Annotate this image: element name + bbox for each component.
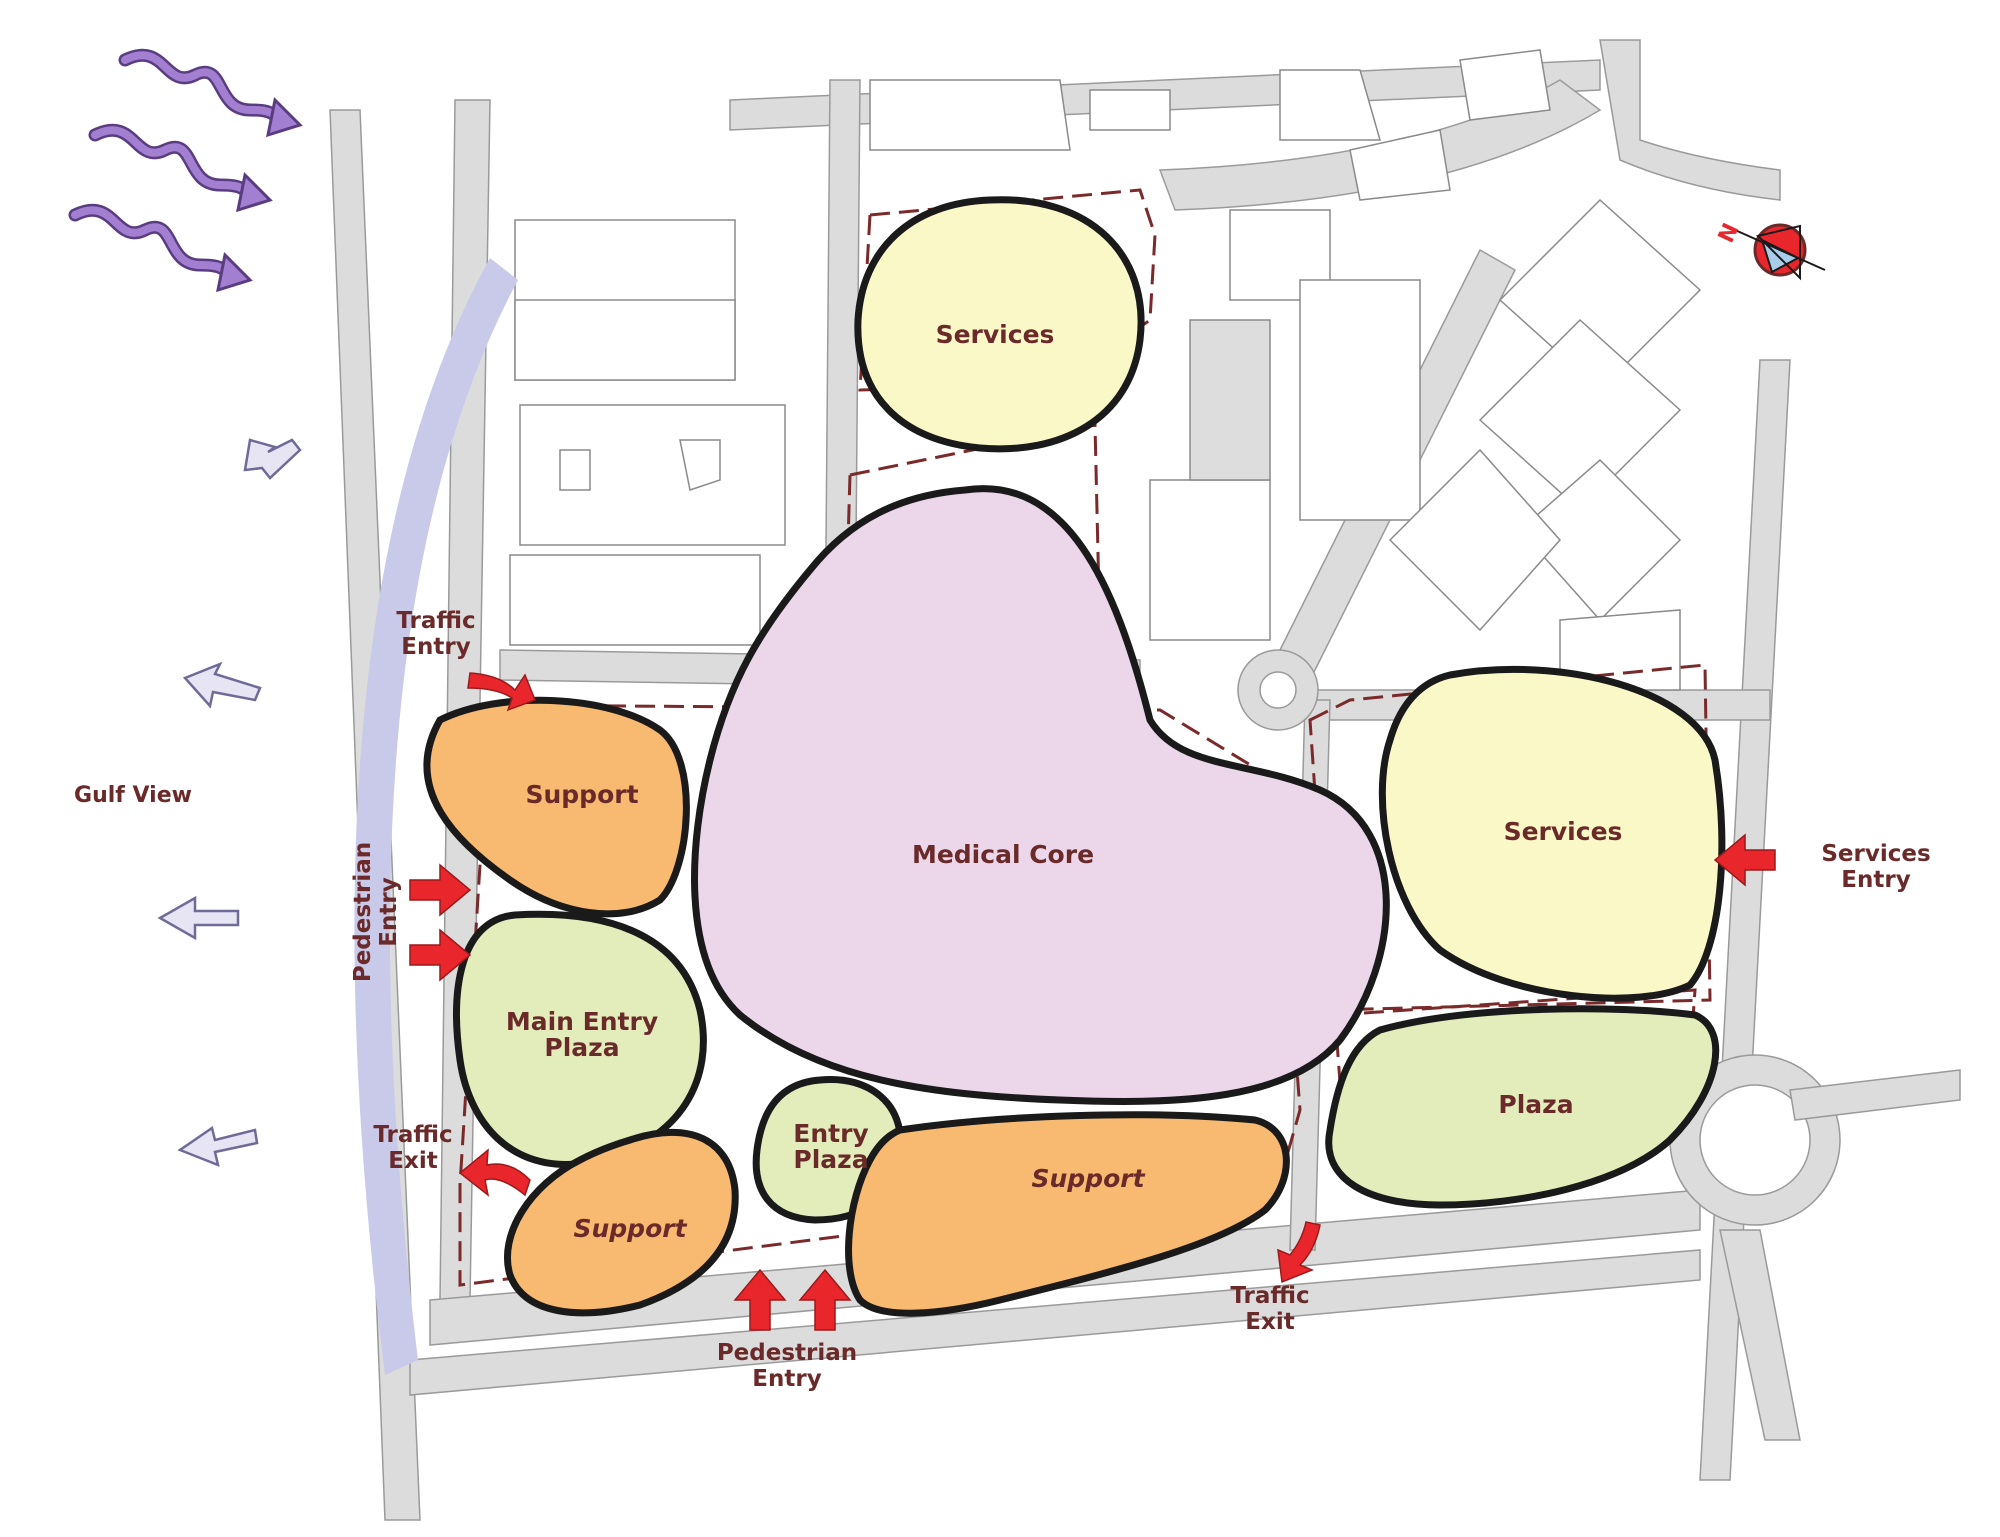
wind-arrow-2-icon: [88, 123, 273, 213]
label-main-entry-plaza-line2: Plaza: [544, 1033, 619, 1062]
view-arrow-4-icon: [177, 1125, 259, 1168]
gulf-view-arrows: [157, 438, 302, 1168]
label-pedestrian-entry-west-line1: Pedestrian: [350, 842, 376, 982]
view-arrow-2-icon: [182, 661, 262, 709]
label-gulf-view: Gulf View: [74, 783, 192, 808]
label-support-south: Support: [1031, 1164, 1145, 1193]
pedestrian-entry-south-arrow-1-icon: [733, 1268, 787, 1331]
access-arrows: [409, 672, 1776, 1331]
traffic-entry-arrow-icon: [467, 672, 536, 712]
view-arrow-1-icon: [243, 438, 302, 480]
label-support-southwest: Support: [573, 1214, 687, 1243]
zones: [423, 196, 1726, 1317]
traffic-exit-west-arrow-icon: [458, 1148, 531, 1197]
zone-plaza-east: [1325, 1005, 1720, 1209]
label-main-entry-plaza-line1: Main Entry: [506, 1007, 658, 1036]
label-traffic-exit-west-line1: Traffic: [373, 1122, 452, 1148]
wind-arrows: [68, 48, 303, 293]
label-pedestrian-entry-south-line2: Entry: [752, 1366, 821, 1392]
services-entry-arrow-icon: [1713, 833, 1776, 887]
north-arrow-icon: [1734, 223, 1826, 281]
label-traffic-exit-west-line2: Exit: [388, 1148, 437, 1174]
pedestrian-entry-south-arrow-2-icon: [798, 1268, 852, 1331]
label-pedestrian-entry-south-line1: Pedestrian: [717, 1340, 857, 1366]
gulf-view-band: [354, 258, 518, 1375]
view-arrow-3-icon: [157, 895, 240, 941]
label-pedestrian-entry-west-line2: Entry: [376, 877, 402, 946]
label-services-east: Services: [1504, 817, 1623, 846]
zone-services-north: [854, 196, 1145, 453]
zone-support-southwest: [503, 1128, 739, 1317]
zone-support-west: [423, 696, 690, 918]
annotation-labels: Gulf View Traffic Entry Pedestrian Entry…: [74, 608, 1931, 1392]
label-entry-plaza-line1: Entry: [793, 1119, 868, 1148]
label-services-north: Services: [936, 320, 1055, 349]
traffic-exit-south-arrow-icon: [1277, 1221, 1321, 1284]
zone-services-east: [1378, 665, 1726, 1002]
wind-arrow-3-icon: [68, 203, 253, 293]
label-traffic-entry-line2: Entry: [401, 634, 470, 660]
label-entry-plaza-line2: Plaza: [793, 1145, 868, 1174]
label-traffic-exit-south-line1: Traffic: [1230, 1283, 1309, 1309]
zone-labels: Services Medical Core Support Main Entry…: [506, 320, 1623, 1243]
pedestrian-entry-west-arrow-1-icon: [409, 863, 472, 917]
label-traffic-exit-south-line2: Exit: [1245, 1309, 1294, 1335]
wind-arrow-1-icon: [118, 48, 303, 138]
label-plaza-east: Plaza: [1498, 1090, 1573, 1119]
pedestrian-entry-west-arrow-2-icon: [409, 928, 472, 982]
zone-support-south: [845, 1111, 1290, 1317]
label-traffic-entry-line1: Traffic: [396, 608, 475, 634]
zone-medical-core: [691, 485, 1390, 1105]
label-medical-core: Medical Core: [912, 840, 1094, 869]
north-marker-label: N: [1714, 220, 1744, 247]
label-services-entry-line2: Entry: [1841, 867, 1910, 893]
label-support-west: Support: [525, 780, 638, 809]
label-services-entry-line1: Services: [1821, 841, 1930, 867]
